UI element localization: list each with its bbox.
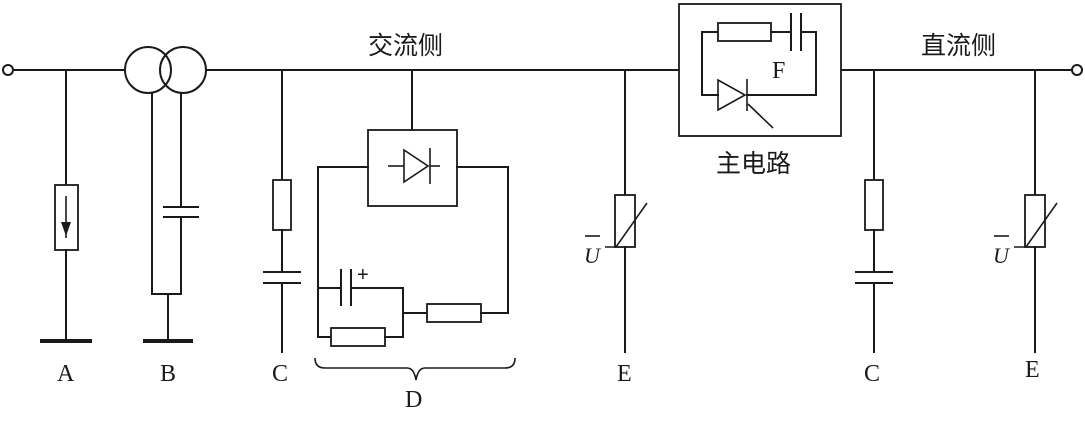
label-e-left: E <box>617 361 632 387</box>
input-terminal <box>2 64 14 76</box>
transformer-secondary-coil <box>159 46 207 94</box>
transformer-primary-coil <box>124 46 172 94</box>
branch-c-right-rc-snubber <box>855 69 893 353</box>
branch-a-arrester <box>40 69 92 343</box>
resistor <box>717 22 772 42</box>
output-terminal <box>1071 64 1083 76</box>
varistor <box>614 194 636 248</box>
rectifier-box <box>367 129 458 207</box>
u-left-label: U <box>584 243 602 268</box>
label-a: A <box>57 361 75 387</box>
label-c-right: C <box>864 361 880 387</box>
label-d: D <box>405 387 422 413</box>
thyristor-gate <box>747 103 774 129</box>
varistor-slash <box>1014 202 1058 248</box>
label-c-left: C <box>272 361 288 387</box>
dc-side-label: 直流侧 <box>921 31 996 60</box>
ac-side-label: 交流侧 <box>368 31 443 60</box>
branch-d-rectifier-network <box>314 69 516 381</box>
branch-b-transformer <box>124 46 207 343</box>
branch-c-left-rc-snubber <box>263 69 301 353</box>
resistor <box>272 179 292 231</box>
brace-d <box>314 357 516 381</box>
label-e-right: E <box>1025 357 1040 383</box>
main-circuit-f <box>678 3 842 137</box>
u-right-label: U <box>993 243 1011 268</box>
resistor <box>330 327 386 347</box>
thyristor-icon <box>717 78 747 112</box>
branch-e-left-varistor <box>585 69 648 353</box>
arrow-down-icon <box>61 222 71 236</box>
resistor <box>864 179 884 231</box>
resistor <box>426 303 482 323</box>
varistor-slash <box>605 202 648 248</box>
f-label: F <box>772 58 785 84</box>
label-b: B <box>160 361 176 387</box>
main-circuit-label: 主电路 <box>716 149 791 178</box>
varistor <box>1024 194 1046 248</box>
branch-e-right-varistor <box>994 69 1058 353</box>
main-bus <box>2 64 1083 76</box>
plus-sign: + <box>357 264 369 286</box>
